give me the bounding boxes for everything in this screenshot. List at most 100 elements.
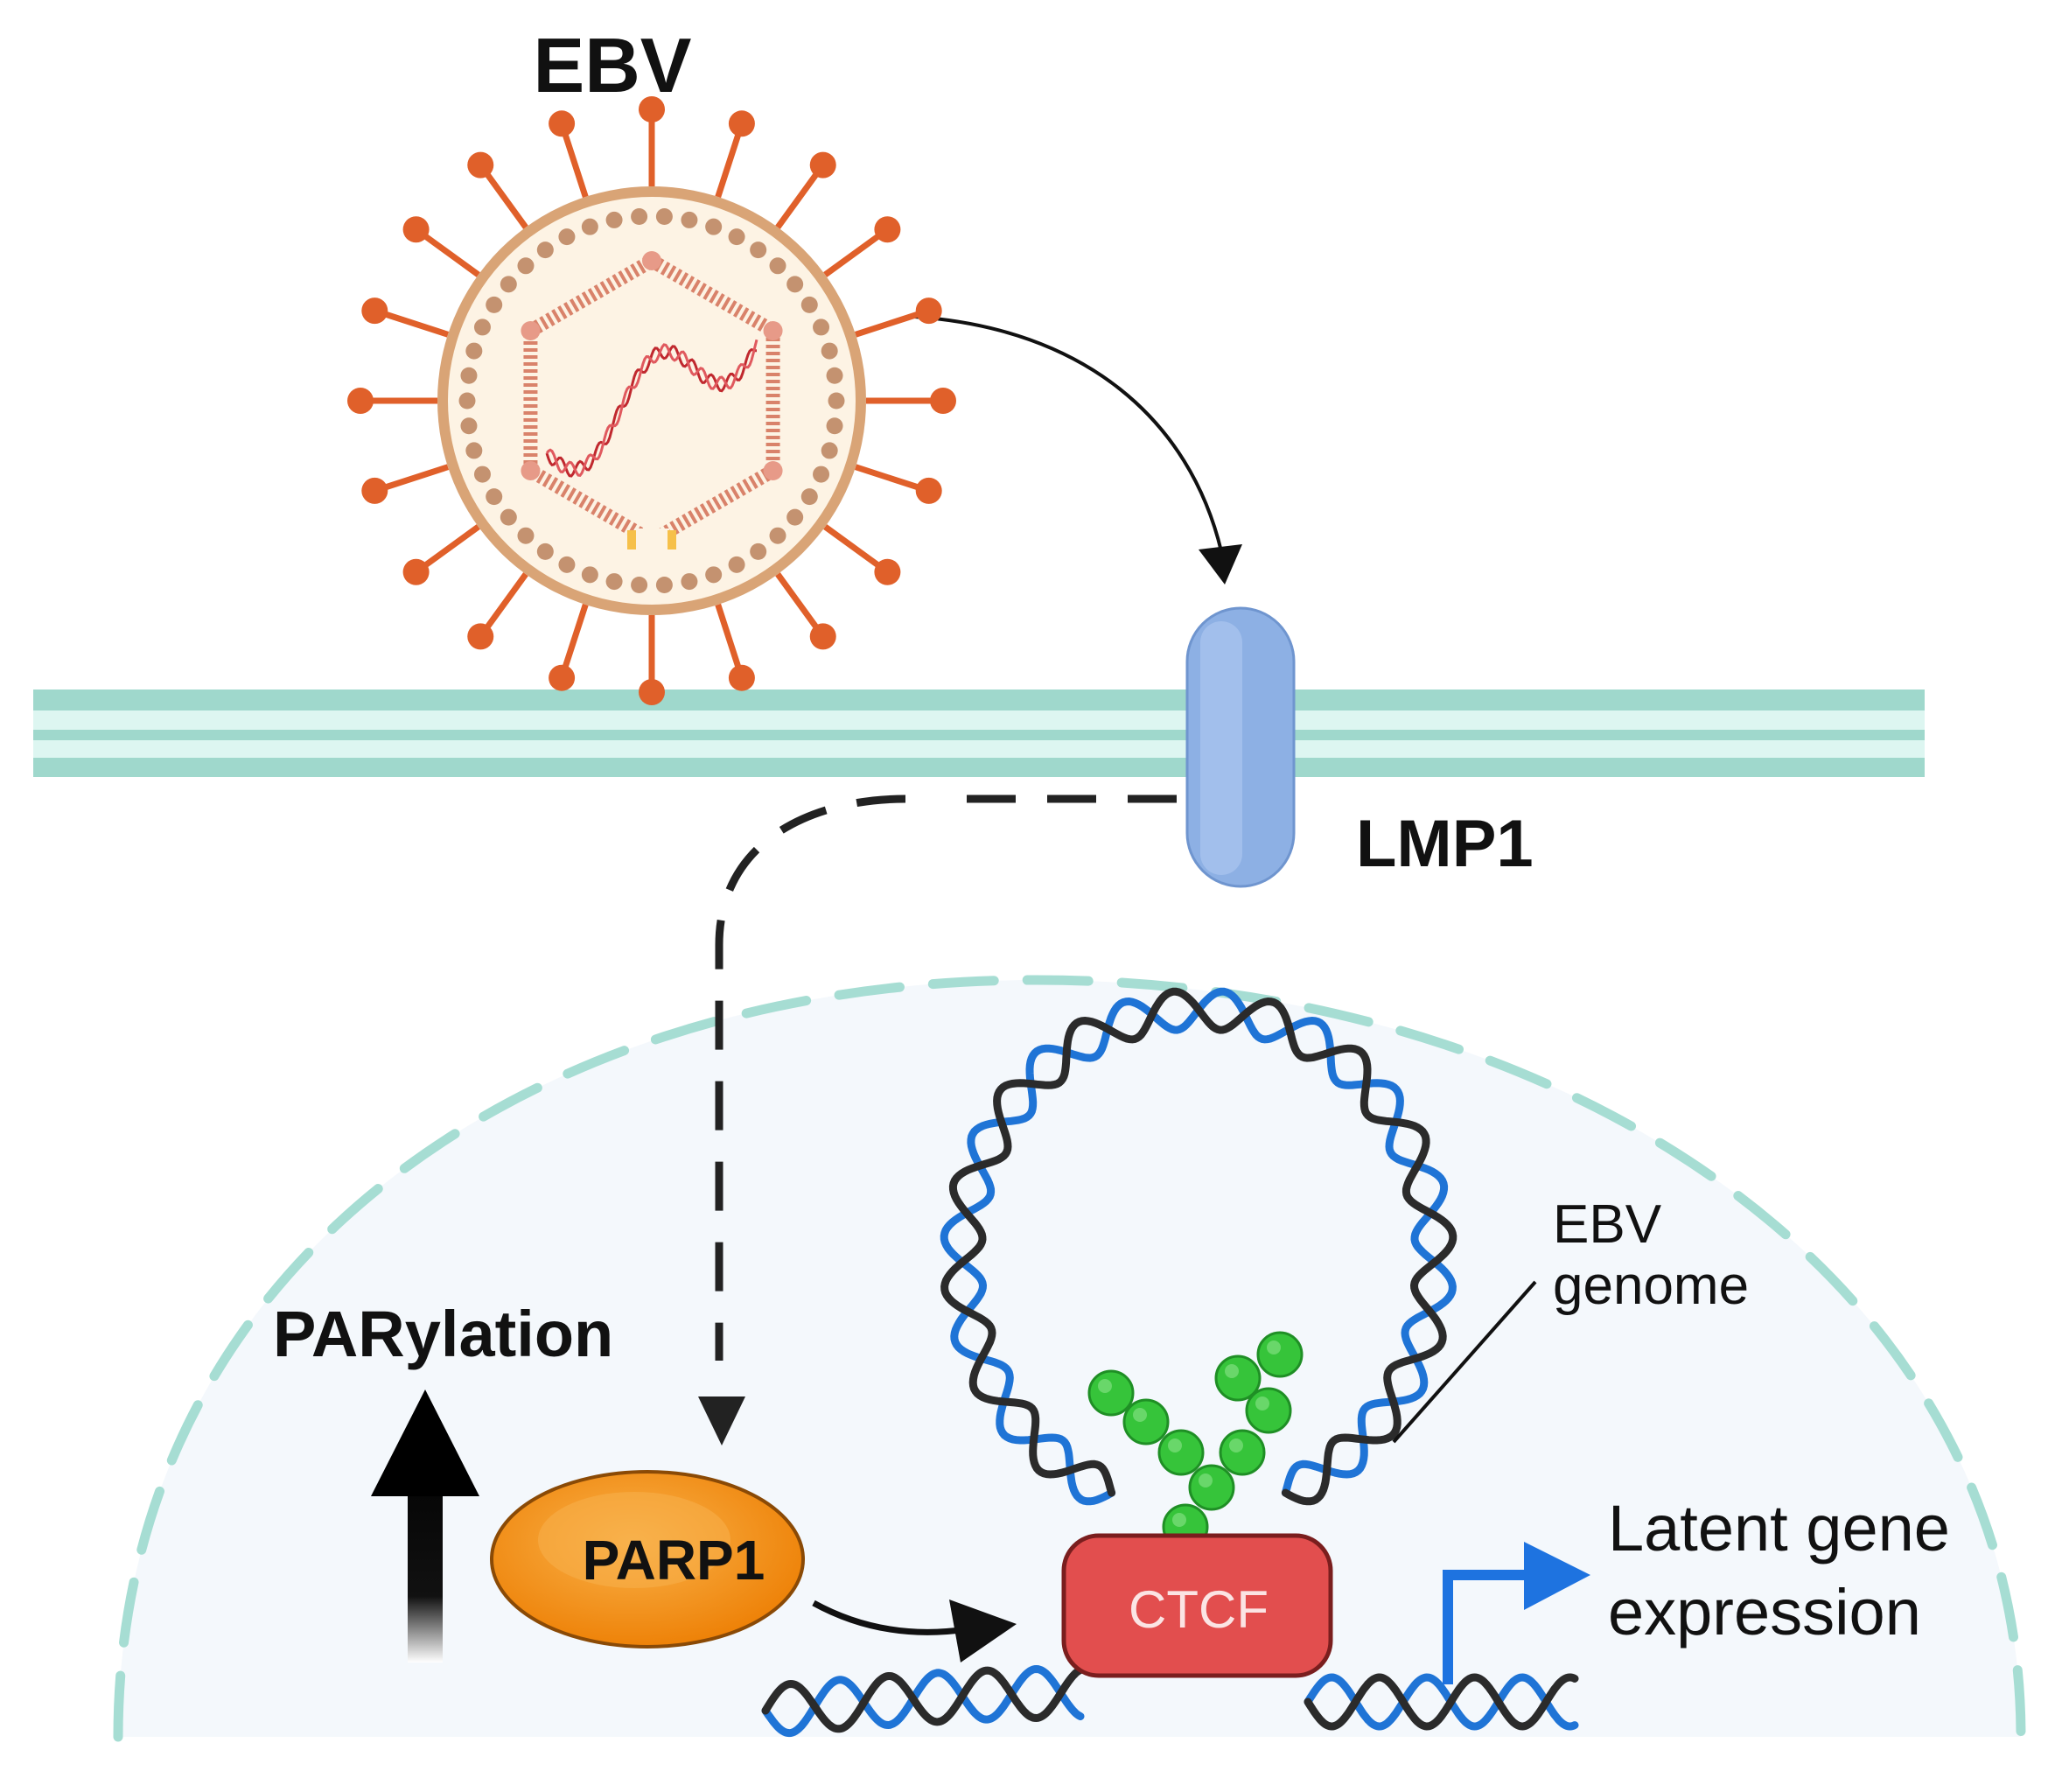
- virus-spike-stalk: [823, 524, 880, 568]
- viral-dna-strand: [545, 339, 758, 478]
- virus-capsid-vertex: [763, 461, 783, 480]
- receptor-icon: [1185, 606, 1296, 888]
- virus-spike-stalk: [384, 464, 450, 491]
- virus-capsid-vertex: [521, 321, 541, 340]
- virus-spike-head: [549, 664, 576, 691]
- virus-tegument-dot: [750, 242, 767, 259]
- ebv-to-lmp1-arrow: [913, 315, 1223, 552]
- virus-tegument-dot: [681, 211, 698, 228]
- virus-tegument-dot: [821, 342, 838, 360]
- virus-tegument-dot: [800, 296, 818, 313]
- transcription-arrow-icon: [1443, 1542, 1590, 1684]
- virus-spike-head: [639, 96, 665, 122]
- virus-tegument-dot: [605, 211, 623, 228]
- par-bead-highlight: [1255, 1396, 1269, 1410]
- virus-tegument-dot: [821, 442, 838, 459]
- par-chain-cluster: [1087, 1331, 1304, 1550]
- par-bead-highlight: [1199, 1474, 1213, 1488]
- virus-interior: [448, 197, 856, 605]
- virus-tegument-dot: [655, 207, 673, 225]
- virus-tegument-dot: [486, 296, 503, 313]
- virus-spike-stalk: [423, 234, 480, 277]
- virus-tegument-dot: [786, 508, 804, 526]
- virus-spike-head: [809, 151, 836, 178]
- virus-tegument-dot: [826, 417, 843, 435]
- virus-tegument-dot: [681, 573, 698, 591]
- par-bead-highlight: [1172, 1513, 1186, 1527]
- virus-spike-stalk: [715, 133, 742, 199]
- virus-capsid-vertex: [521, 461, 541, 480]
- virus-tegument-dot: [581, 218, 598, 235]
- par-bead: [1214, 1354, 1262, 1402]
- virus-tegument-dot: [728, 228, 745, 246]
- virus-spike-stalk: [562, 133, 589, 199]
- virus-spike-head: [874, 216, 901, 243]
- virus-capsid-vertex: [642, 251, 661, 270]
- par-bead: [1157, 1429, 1205, 1476]
- genome-leader-line: [1392, 1280, 1537, 1444]
- virus-spike-head: [361, 477, 388, 504]
- parp1-to-ctcf-arrow: [812, 1600, 968, 1635]
- cell-membrane: [33, 690, 1925, 777]
- virus-capsid-portal: [634, 528, 669, 553]
- genome-label-line1: EBV: [1553, 1194, 1662, 1255]
- virus-spike-stalk: [423, 524, 480, 568]
- virus-spike-stalk: [823, 234, 880, 277]
- virus-spike-head: [361, 298, 388, 325]
- virus-tegument-dot: [558, 556, 576, 573]
- nucleus-envelope: [113, 975, 2026, 1742]
- virus-spike-head: [402, 216, 430, 243]
- virus-tegument-dot: [631, 577, 648, 594]
- virus-spike-head: [915, 298, 942, 325]
- lmp1-to-parp1-dashed-path: [715, 794, 1177, 1361]
- virus-portal-left: [627, 530, 636, 550]
- virus-tegument-dot: [728, 556, 745, 573]
- virus-tegument-dot: [458, 392, 476, 410]
- ebv-to-lmp1-arrowhead: [1199, 544, 1242, 584]
- flank-dna-left-black: [761, 1665, 1085, 1733]
- virus-spike-head: [915, 477, 942, 504]
- virus-spike-stalk: [775, 572, 819, 629]
- virus-spike-stalk: [485, 172, 528, 229]
- up-arrow-icon: [371, 1390, 479, 1662]
- virus-spike-head: [549, 110, 576, 137]
- virus-tegument-dot: [536, 542, 554, 560]
- virus-spike-head: [467, 623, 494, 650]
- virus-spike-stalk: [384, 311, 450, 338]
- virus-tegument-dot: [558, 228, 576, 246]
- par-bead: [1219, 1429, 1266, 1476]
- virus-tegument-dot: [828, 392, 845, 410]
- par-bead-highlight: [1168, 1438, 1182, 1452]
- par-bead-highlight: [1267, 1340, 1281, 1354]
- virus-spike-stalk: [854, 311, 919, 338]
- viral-dna-strand: [545, 345, 757, 478]
- latent-label-line2: expression: [1608, 1576, 1921, 1648]
- virus-tegument-dot: [750, 542, 767, 560]
- virus-spike-stalk: [485, 572, 528, 629]
- virus-tegument-dot: [705, 566, 723, 584]
- flank-dna-right-black: [1304, 1673, 1579, 1731]
- virus-tegument-dot: [500, 508, 517, 526]
- virus-tegument-dot: [581, 566, 598, 584]
- parp1-enzyme: [490, 1470, 805, 1648]
- ctcf-label: CTCF: [1129, 1580, 1269, 1639]
- lmp1-to-parp1-arrowhead: [698, 1396, 745, 1446]
- par-bead: [1087, 1369, 1135, 1417]
- parp1-to-ctcf-arrowhead: [949, 1600, 1017, 1662]
- virus-spike-stalk: [562, 603, 589, 668]
- genome-label-line2: genome: [1553, 1256, 1749, 1316]
- virus-tegument-dot: [460, 367, 478, 384]
- virus-portal-right: [668, 530, 676, 550]
- parylation-label: PARylation: [273, 1298, 613, 1370]
- virus-spike-head: [347, 388, 374, 414]
- virus-tegument-dot: [486, 488, 503, 506]
- par-bead-highlight: [1225, 1364, 1239, 1378]
- par-bead: [1122, 1398, 1170, 1446]
- virus-spike-head: [874, 558, 901, 585]
- virus-tegument-dot: [826, 367, 843, 384]
- virus-spike-stalk: [775, 172, 819, 229]
- flank-dna-left-blue: [761, 1664, 1085, 1738]
- virus-tegument-dot: [813, 318, 830, 336]
